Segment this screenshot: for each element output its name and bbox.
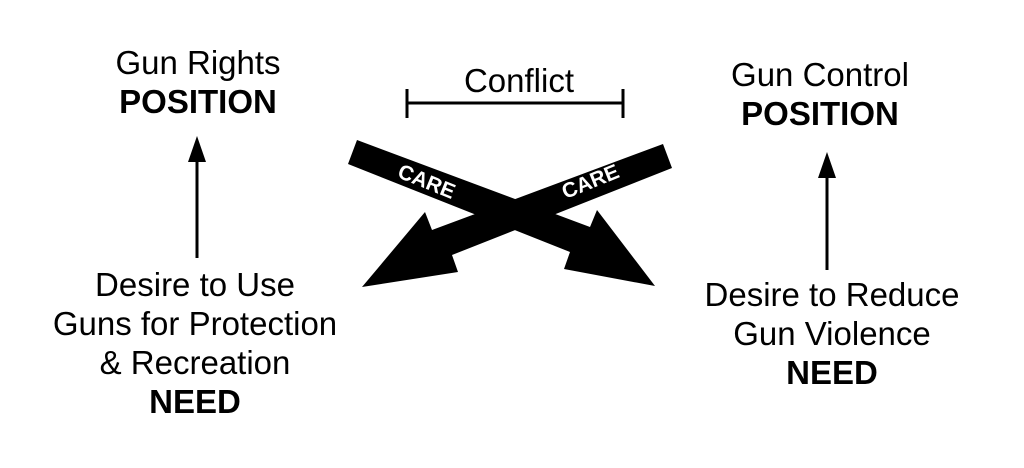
gun-rights-title: Gun Rights [115,44,281,81]
conflict-label: Conflict [464,62,574,99]
gun-rights-need-line: Desire to Use [95,266,295,303]
gun-control-position: Gun Control POSITION [700,56,940,134]
gun-rights-need-label: NEED [149,382,241,420]
arrow-up-icon [188,136,206,258]
arrow-up-icon [818,152,836,270]
gun-rights-position-label: POSITION [119,82,277,120]
gun-control-title: Gun Control [731,56,909,93]
conflict-bracket [405,89,625,118]
gun-control-need-line: Gun Violence [733,314,931,352]
gun-rights-position: Gun Rights POSITION [88,44,308,122]
gun-rights-need-line: Guns for Protection [52,304,338,342]
gun-control-need-label: NEED [786,353,878,391]
gun-rights-need: Desire to Use Guns for Protection & Recr… [30,266,360,422]
gun-control-need: Desire to Reduce Gun Violence NEED [672,276,992,393]
gun-control-need-line: Desire to Reduce [704,276,960,313]
gun-rights-need-line: & Recreation [99,343,291,381]
gun-control-position-label: POSITION [741,94,899,132]
